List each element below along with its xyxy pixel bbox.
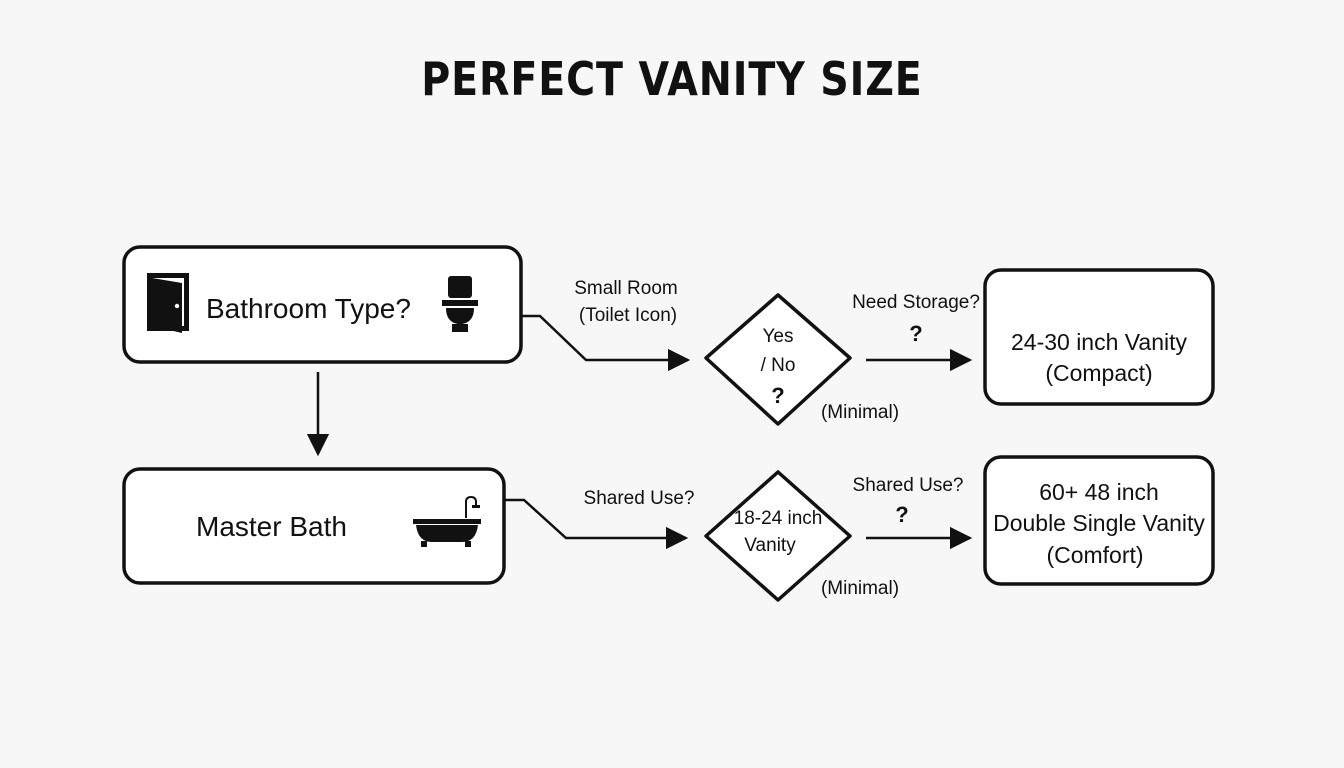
node-comfort-line3: (Comfort) bbox=[1046, 542, 1143, 568]
bathtub-icon bbox=[413, 495, 481, 547]
decision-yes-no-mark: ? bbox=[771, 383, 784, 408]
node-compact-line1: 24-30 inch Vanity bbox=[1011, 329, 1188, 355]
node-bathroom-type-label: Bathroom Type? bbox=[206, 293, 411, 324]
node-comfort-line1: 60+ 48 inch bbox=[1039, 479, 1159, 505]
node-comfort-line2: Double Single Vanity bbox=[993, 510, 1205, 536]
door-icon bbox=[147, 273, 189, 333]
node-compact-vanity: 24-30 inch Vanity (Compact) bbox=[983, 268, 1215, 406]
node-comfort-vanity: 60+ 48 inch Double Single Vanity (Comfor… bbox=[983, 455, 1215, 586]
decision-yes-no-line1: Yes bbox=[763, 326, 794, 347]
edge-minimal-bottom: (Minimal) bbox=[821, 578, 899, 599]
edge-small-room-line1: Small Room bbox=[574, 278, 677, 299]
edge-need-storage-label: Need Storage? bbox=[852, 292, 980, 313]
arrow-master-to-decision bbox=[505, 498, 689, 550]
decision-yes-no: Yes / No ? bbox=[704, 293, 852, 426]
edge-shared-use-right: Shared Use? bbox=[853, 475, 964, 496]
decision-vanity: 18-24 inch Vanity bbox=[704, 470, 852, 602]
edge-need-storage-mark: ? bbox=[909, 321, 922, 346]
node-master-bath: Master Bath bbox=[122, 467, 506, 585]
decision-yes-no-line2: / No bbox=[761, 355, 796, 376]
node-master-bath-label: Master Bath bbox=[196, 511, 347, 542]
node-compact-line2: (Compact) bbox=[1045, 360, 1152, 386]
page-title: PERFECT VANITY SIZE bbox=[421, 52, 923, 106]
toilet-icon bbox=[442, 276, 478, 332]
arrow-type-to-decision bbox=[522, 314, 691, 372]
decision-vanity-line2: Vanity bbox=[744, 535, 796, 556]
edge-shared-use-left: Shared Use? bbox=[584, 488, 695, 509]
node-bathroom-type: Bathroom Type? bbox=[122, 245, 523, 364]
edge-minimal-top: (Minimal) bbox=[821, 402, 899, 423]
decision-vanity-line1: 18-24 inch bbox=[734, 508, 823, 529]
edge-small-room-line2: (Toilet Icon) bbox=[579, 305, 677, 326]
edge-shared-use-mark: ? bbox=[895, 502, 908, 527]
